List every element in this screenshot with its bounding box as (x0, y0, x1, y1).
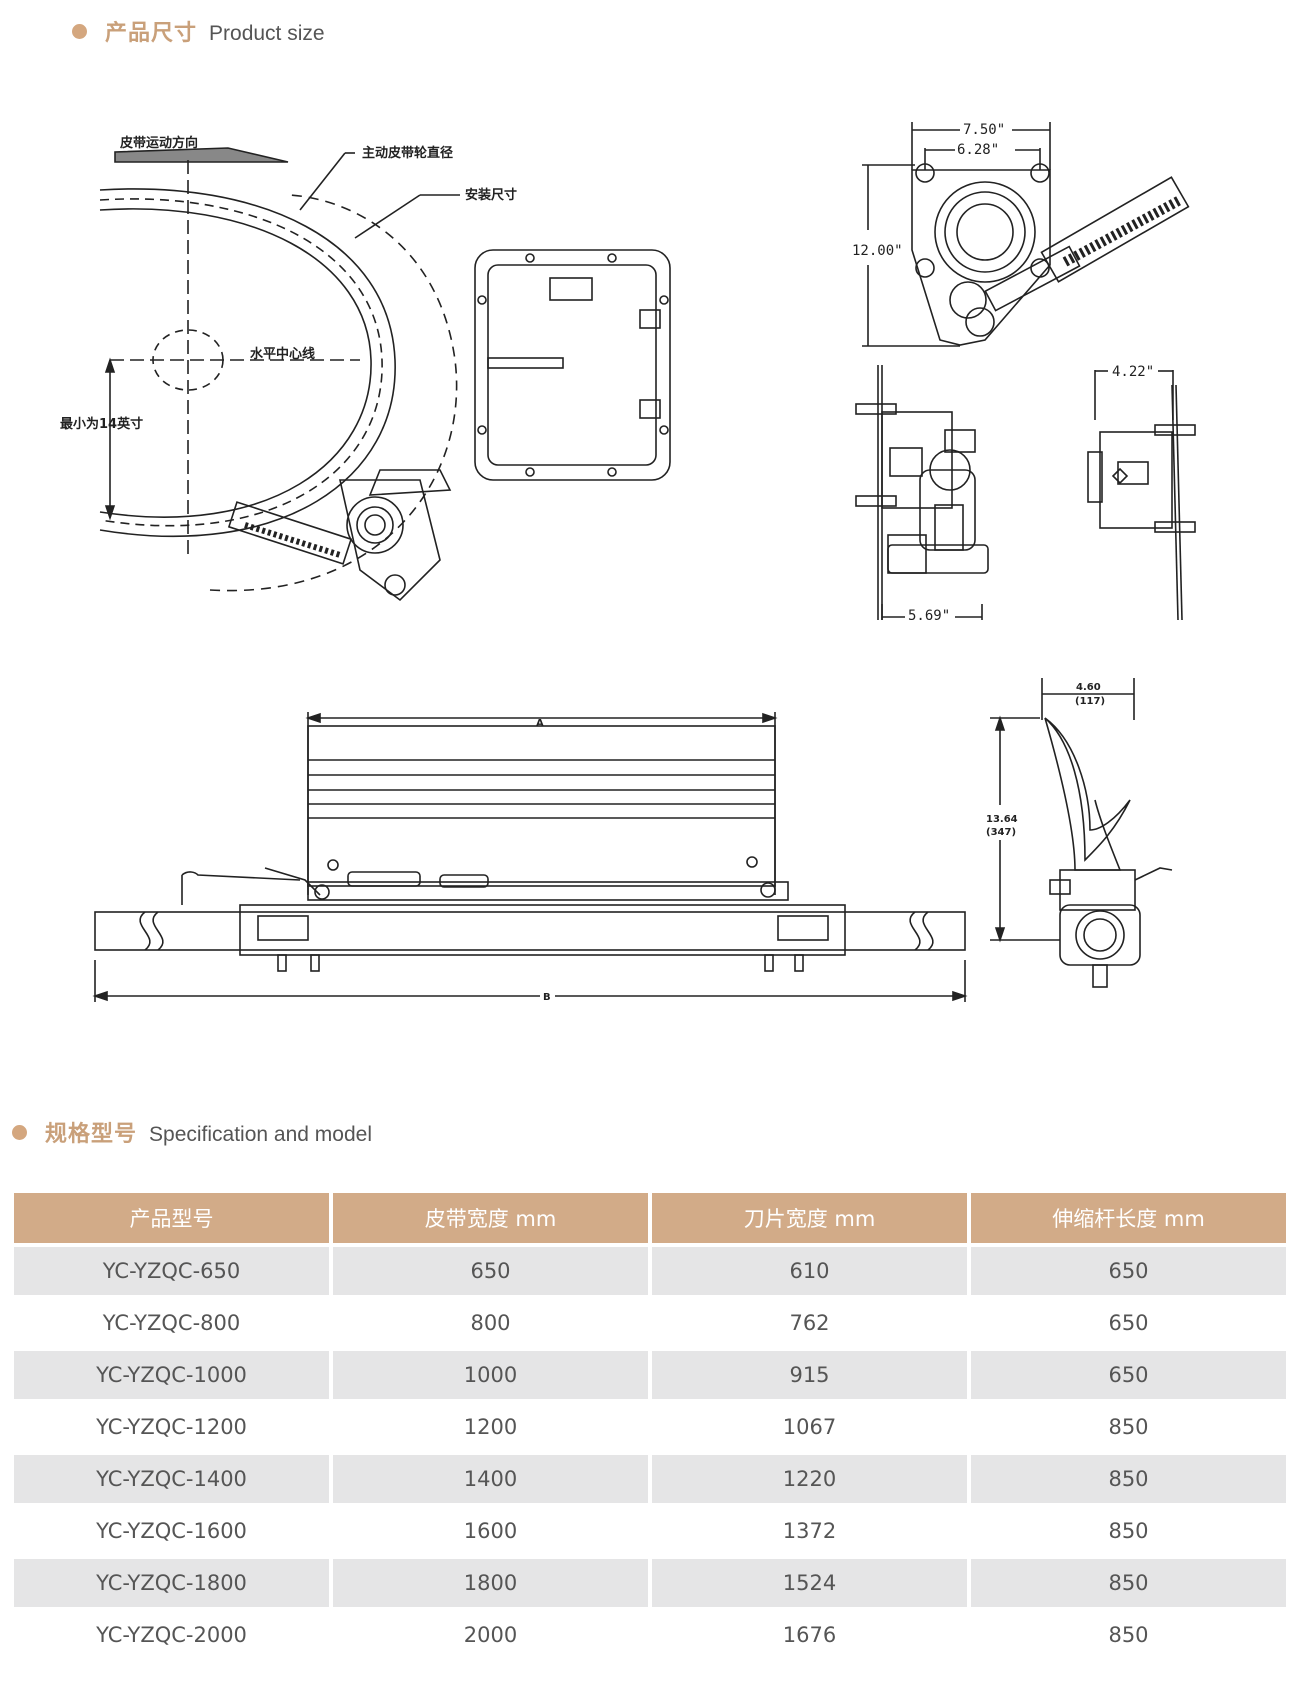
cell-belt-width: 1200 (333, 1403, 648, 1455)
header-blade-width: 刀片宽度 mm (652, 1193, 967, 1247)
cell-belt-width: 2000 (333, 1611, 648, 1663)
pulley-side-view-drawing (99, 147, 671, 602)
cell-belt-width: 1600 (333, 1507, 648, 1559)
section-title-en: Product size (209, 22, 325, 45)
dim-a-label: A (536, 718, 544, 729)
cell-blade-width: 915 (652, 1351, 967, 1403)
mounting-plate-top-view-drawing (862, 122, 1190, 347)
table-row: YC-YZQC-1400 1400 1220 850 (14, 1455, 1286, 1507)
install-size-label: 安装尺寸 (465, 187, 517, 203)
cell-belt-width: 1800 (333, 1559, 648, 1611)
section-title-en: Specification and model (149, 1123, 372, 1146)
cell-belt-width: 1400 (333, 1455, 648, 1507)
blade-side-view-drawing (990, 678, 1173, 988)
cell-rod-length: 650 (971, 1247, 1286, 1299)
header-rod-length: 伸缩杆长度 mm (971, 1193, 1286, 1247)
cell-rod-length: 850 (971, 1559, 1286, 1611)
dim-4-60-label: 4.60 (1076, 682, 1101, 693)
section-header-product-size: 产品尺寸 Product size (72, 15, 325, 47)
horizontal-centerline-label: 水平中心线 (250, 346, 315, 362)
drive-pulley-diameter-label: 主动皮带轮直径 (362, 145, 453, 161)
cell-rod-length: 850 (971, 1403, 1286, 1455)
header-belt-width: 皮带宽度 mm (333, 1193, 648, 1247)
cell-blade-width: 1220 (652, 1455, 967, 1507)
cell-model: YC-YZQC-650 (14, 1247, 329, 1299)
section-header-spec-model: 规格型号 Specification and model (12, 1116, 372, 1148)
cell-blade-width: 1067 (652, 1403, 967, 1455)
belt-direction-label: 皮带运动方向 (119, 135, 198, 151)
cell-belt-width: 800 (333, 1299, 648, 1351)
dim-12-00-label: 12.00" (852, 243, 903, 259)
table-row: YC-YZQC-1000 1000 915 650 (14, 1351, 1286, 1403)
cell-blade-width: 1372 (652, 1507, 967, 1559)
dim-6-28-label: 6.28" (957, 142, 999, 158)
table-row: YC-YZQC-1600 1600 1372 850 (14, 1507, 1286, 1559)
front-view-drawing (92, 712, 968, 1002)
cell-model: YC-YZQC-1200 (14, 1403, 329, 1455)
table-row: YC-YZQC-800 800 762 650 (14, 1299, 1286, 1351)
table-row: YC-YZQC-2000 2000 1676 850 (14, 1611, 1286, 1663)
bullet-dot-icon (12, 1125, 27, 1140)
product-drawings: 皮带运动方向 主动皮带轮直径 安装尺寸 水平中心线 最小为14英寸 7.50" … (60, 122, 1196, 1003)
bullet-dot-icon (72, 24, 87, 39)
table-row: YC-YZQC-1800 1800 1524 850 (14, 1559, 1286, 1611)
cell-model: YC-YZQC-1800 (14, 1559, 329, 1611)
cell-blade-width: 610 (652, 1247, 967, 1299)
cell-belt-width: 1000 (333, 1351, 648, 1403)
dim-4-22-label: 4.22" (1112, 364, 1154, 380)
dim-5-69-label: 5.69" (908, 608, 950, 624)
cell-model: YC-YZQC-2000 (14, 1611, 329, 1663)
dim-b-label: B (543, 992, 551, 1003)
cell-model: YC-YZQC-1400 (14, 1455, 329, 1507)
cell-rod-length: 850 (971, 1611, 1286, 1663)
table-header-row: 产品型号 皮带宽度 mm 刀片宽度 mm 伸缩杆长度 mm (14, 1193, 1286, 1247)
cell-belt-width: 650 (333, 1247, 648, 1299)
dim-7-50-label: 7.50" (963, 122, 1005, 138)
side-elevation-drawing (855, 365, 989, 620)
cell-rod-length: 650 (971, 1351, 1286, 1403)
section-title-cn: 规格型号 (45, 1122, 138, 1147)
table-row: YC-YZQC-650 650 610 650 (14, 1247, 1286, 1299)
dim-347-label: (347) (986, 827, 1016, 838)
cell-blade-width: 762 (652, 1299, 967, 1351)
cell-rod-length: 650 (971, 1299, 1286, 1351)
cell-model: YC-YZQC-1600 (14, 1507, 329, 1559)
dim-117-label: (117) (1075, 696, 1105, 707)
cell-blade-width: 1676 (652, 1611, 967, 1663)
cell-model: YC-YZQC-800 (14, 1299, 329, 1351)
min-14-inch-label: 最小为14英寸 (60, 416, 143, 432)
cell-blade-width: 1524 (652, 1559, 967, 1611)
spec-table: 产品型号 皮带宽度 mm 刀片宽度 mm 伸缩杆长度 mm YC-YZQC-65… (10, 1193, 1290, 1663)
belt-direction-arrow-icon (114, 147, 289, 163)
dim-13-64-label: 13.64 (986, 814, 1018, 825)
cell-rod-length: 850 (971, 1507, 1286, 1559)
header-model: 产品型号 (14, 1193, 329, 1247)
table-row: YC-YZQC-1200 1200 1067 850 (14, 1403, 1286, 1455)
end-view-drawing (1087, 370, 1196, 621)
section-title-cn: 产品尺寸 (105, 21, 198, 46)
cell-model: YC-YZQC-1000 (14, 1351, 329, 1403)
cell-rod-length: 850 (971, 1455, 1286, 1507)
